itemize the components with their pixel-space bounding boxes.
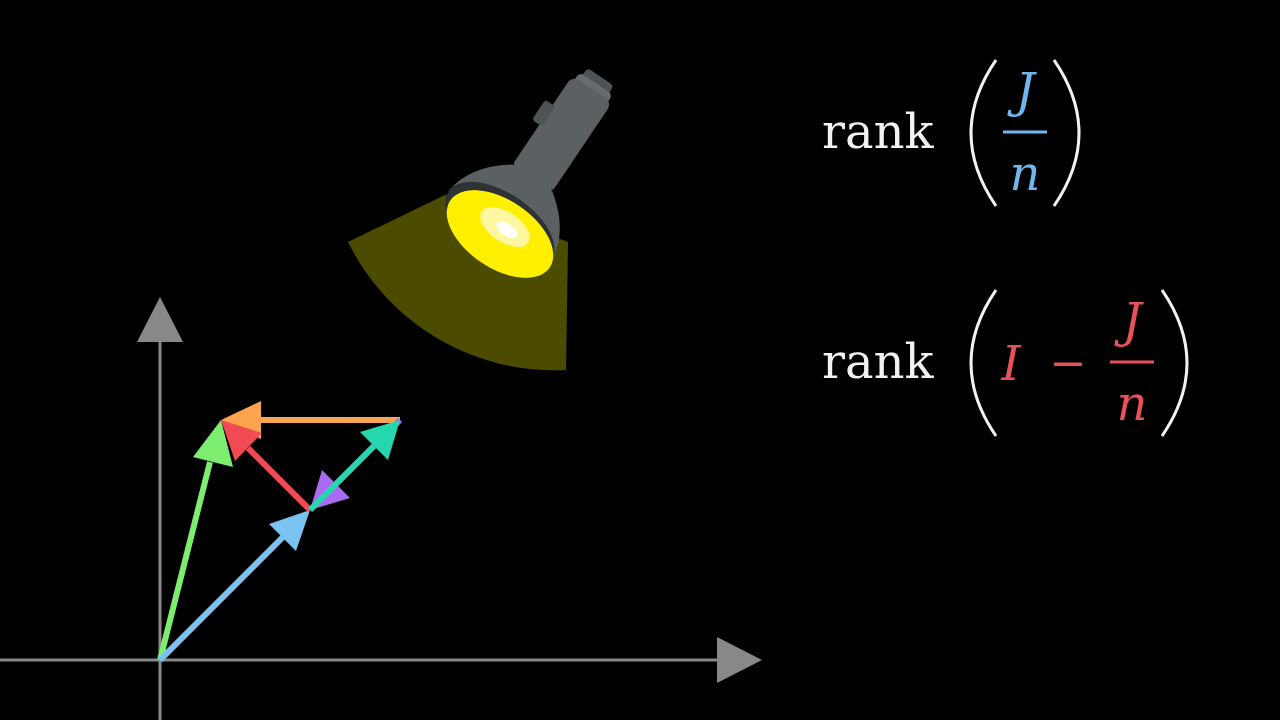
y-axis-arrowhead	[137, 297, 183, 342]
minus-operator: −	[1050, 338, 1087, 389]
numerator-j-1: J	[1006, 63, 1037, 119]
right-paren-1	[1052, 59, 1081, 207]
identity-i: I	[1001, 336, 1022, 392]
formula-rank-j-over-n: rank J n	[822, 59, 1081, 207]
vector-teal	[307, 420, 400, 513]
formula-rank-i-minus-j-over-n: rank I − J n	[822, 289, 1189, 437]
lens-highlight	[496, 221, 518, 239]
vectors	[157, 401, 403, 663]
rank-label-1: rank	[822, 104, 934, 160]
vector-green	[157, 420, 233, 661]
denominator-n-1: n	[1010, 146, 1041, 202]
flashlight-icon	[445, 69, 613, 278]
vector-red	[221, 420, 313, 513]
rank-label-2: rank	[822, 334, 934, 390]
vector-blue	[157, 510, 310, 663]
vector-orange	[221, 401, 400, 439]
denominator-n-2: n	[1117, 376, 1148, 432]
numerator-j-2: J	[1113, 293, 1144, 349]
left-paren-1	[969, 59, 998, 207]
x-axis-arrowhead	[717, 637, 762, 683]
right-paren-2	[1160, 289, 1189, 437]
coordinate-axes	[0, 297, 762, 720]
left-paren-2	[969, 289, 998, 437]
